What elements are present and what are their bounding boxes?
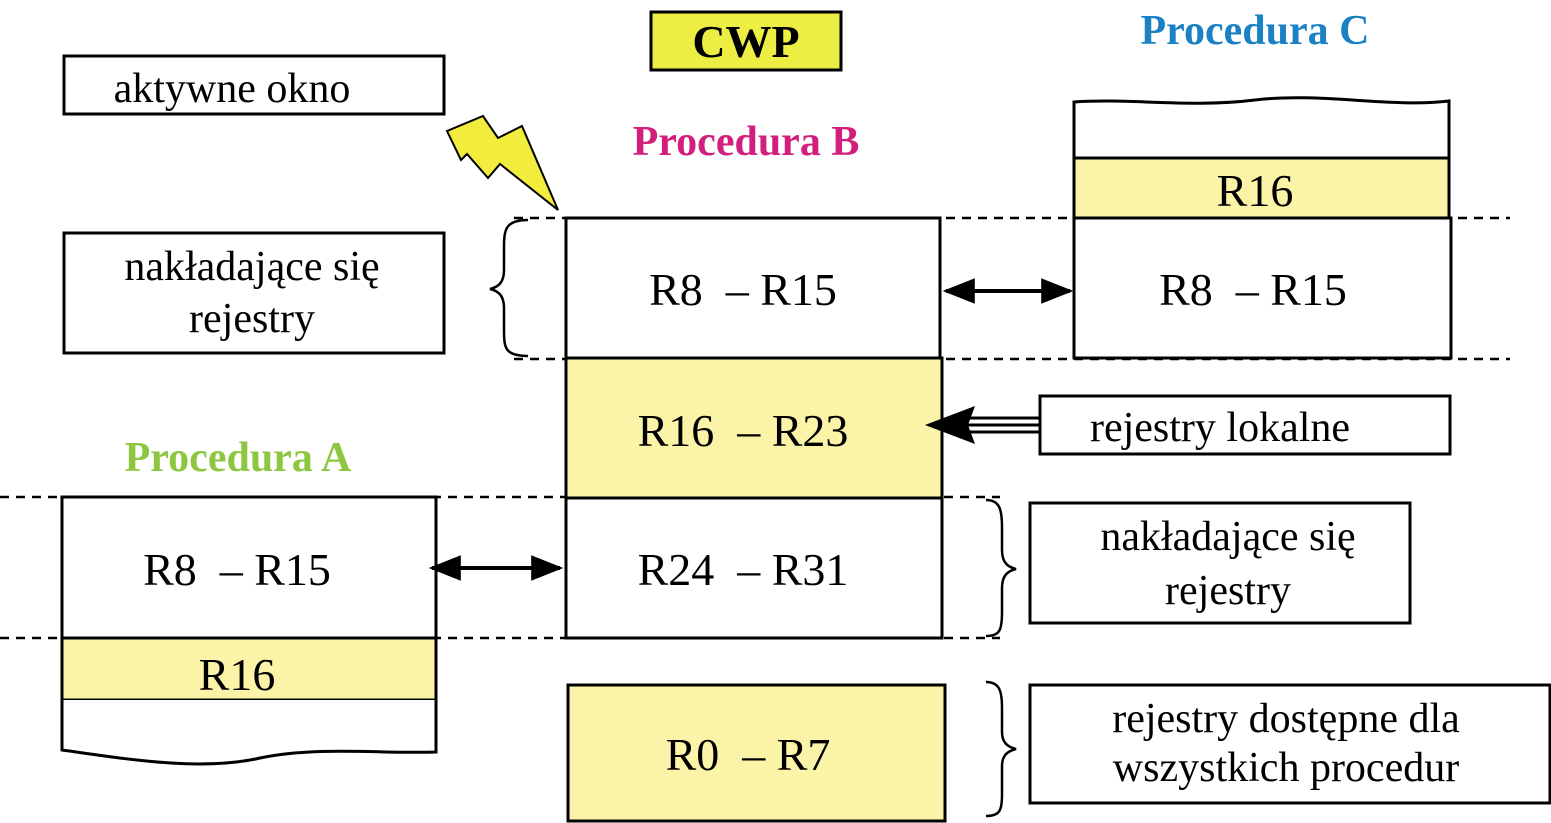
b-in-registers-box <box>564 216 942 360</box>
procedure-b-title: Procedura B <box>633 119 860 165</box>
global-registers-label-line2: wszystkich procedur <box>1113 745 1459 791</box>
overlap-bottom-label-box <box>1028 501 1412 625</box>
b-in-registers-label: R8 – R15 <box>649 264 837 315</box>
overlap-top-label-line2: rejestry <box>189 296 315 342</box>
c-in-registers-label: R8 – R15 <box>1159 264 1347 315</box>
active-window-box <box>62 54 446 116</box>
active-window-label: aktywne okno <box>114 66 351 112</box>
local-registers-label: rejestry lokalne <box>1090 405 1350 451</box>
procedure-a-title: Procedura A <box>125 435 352 481</box>
procedure-a-stack-bottom <box>60 700 438 766</box>
overlap-top-label-box <box>62 231 446 355</box>
local-registers-label-box <box>1038 394 1452 456</box>
c-in-registers-box <box>1072 216 1453 360</box>
overlap-bottom-label-line2: rejestry <box>1165 568 1291 614</box>
cwp-box <box>649 10 843 72</box>
brace-top-left <box>489 218 529 358</box>
b-out-registers-label: R24 – R31 <box>638 544 849 595</box>
lightning-icon <box>445 114 559 211</box>
a-in-registers-box <box>60 495 438 640</box>
global-registers-label-box <box>1028 683 1551 805</box>
b-out-registers-box <box>564 496 944 640</box>
a-in-registers-label: R8 – R15 <box>143 544 331 595</box>
overlap-bottom-label-line1: nakładające się <box>1100 514 1355 560</box>
global-registers-box <box>566 683 947 823</box>
procedure-c-stack-top <box>1072 96 1451 158</box>
b-local-registers-label: R16 – R23 <box>638 405 849 456</box>
cwp-label: CWP <box>692 16 799 67</box>
global-registers-label-line1: rejestry dostępne dla <box>1112 696 1460 742</box>
overlap-top-label-line1: nakładające się <box>124 244 379 290</box>
a-local-register-label: R16 <box>199 649 276 700</box>
procedure-c-title: Procedura C <box>1140 8 1369 54</box>
brace-globals <box>985 680 1017 818</box>
global-registers-label: R0 – R7 <box>666 729 831 780</box>
b-local-registers-box <box>564 356 944 500</box>
c-local-register-label: R16 <box>1217 165 1294 216</box>
brace-overlap-bottom <box>985 498 1017 638</box>
left-arrow-icon <box>925 406 1040 444</box>
